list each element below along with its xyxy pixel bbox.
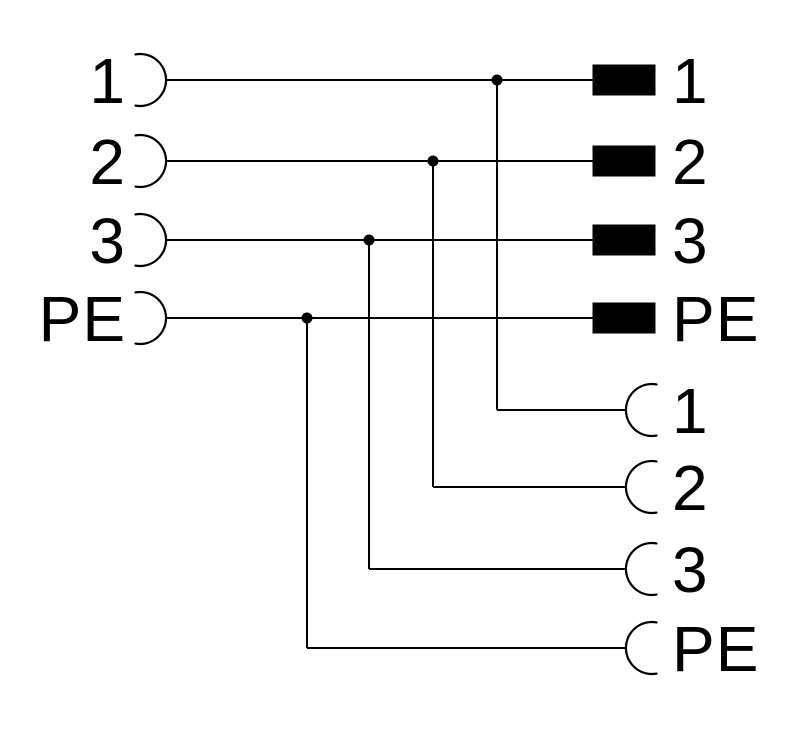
junction-dot-3: [363, 234, 375, 246]
junction-dot-1: [491, 74, 503, 86]
female-contact-arc-icon: [134, 212, 168, 268]
female-contact-arc-icon: [624, 541, 658, 597]
filled-terminal-block-icon: [592, 145, 656, 177]
left-connector: 1 2 3 PE: [39, 45, 168, 355]
female-contact-arc-icon: [134, 290, 168, 346]
socket-pin-label-pe: PE: [672, 613, 759, 685]
terminal-pin-label-3: 3: [672, 205, 709, 277]
left-pin-label-pe: PE: [39, 283, 126, 355]
female-contact-arc-icon: [624, 620, 658, 676]
filled-terminal-block-icon: [592, 224, 656, 256]
socket-pin-label-3: 3: [672, 534, 709, 606]
terminal-pin-label-2: 2: [672, 126, 709, 198]
left-pin-label-1: 1: [89, 45, 126, 117]
junction-dot-pe: [301, 312, 313, 324]
female-contact-arc-icon: [624, 459, 658, 515]
left-pin-label-3: 3: [89, 205, 126, 277]
terminal-pin-label-pe: PE: [672, 283, 759, 355]
filled-terminal-block-icon: [592, 64, 656, 96]
left-pin-label-2: 2: [89, 126, 126, 198]
socket-pin-label-2: 2: [672, 452, 709, 524]
junction-dot-2: [427, 155, 439, 167]
socket-connector: 1 2 3 PE: [624, 375, 759, 685]
female-contact-arc-icon: [134, 52, 168, 108]
wires: [166, 74, 626, 649]
terminal-strip: 1 2 3 PE: [592, 45, 759, 355]
socket-pin-label-1: 1: [672, 375, 709, 447]
terminal-pin-label-1: 1: [672, 45, 709, 117]
filled-terminal-block-icon: [592, 302, 656, 334]
female-contact-arc-icon: [624, 382, 658, 438]
female-contact-arc-icon: [134, 133, 168, 189]
